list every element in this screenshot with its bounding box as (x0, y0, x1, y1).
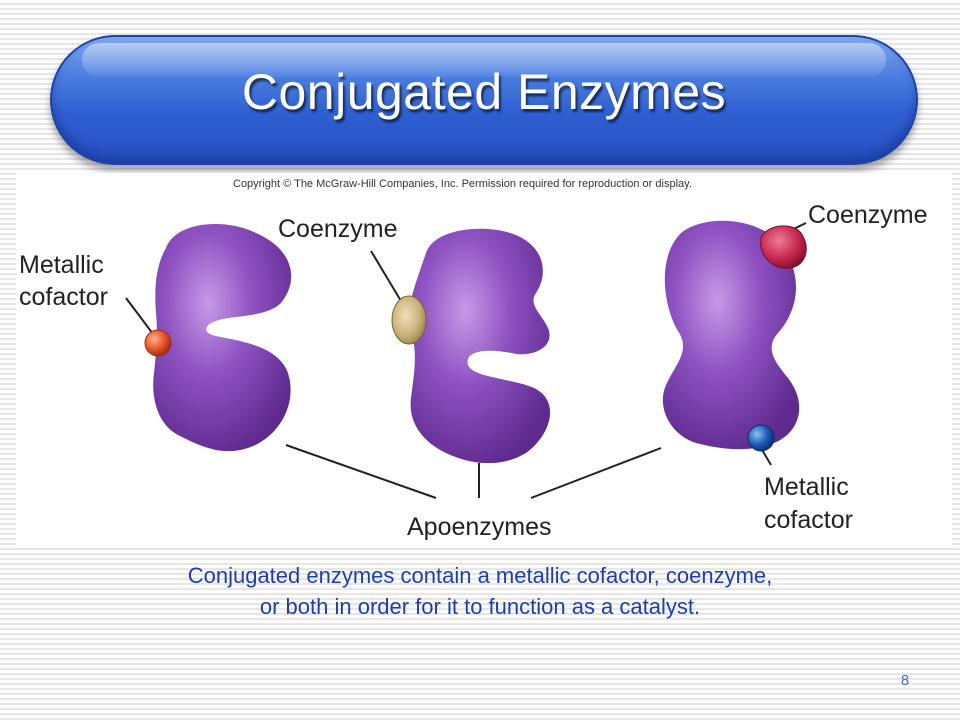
metallic-cofactor-left (144, 329, 172, 357)
coenzyme-right (760, 225, 807, 269)
metallic-cofactor-right (747, 424, 775, 452)
leader-line-metal-left (125, 297, 157, 339)
caption: Conjugated enzymes contain a metallic co… (40, 560, 920, 622)
slide-title: Conjugated Enzymes (241, 64, 727, 120)
apoenzyme-right (662, 220, 800, 450)
caption-line-1: Conjugated enzymes contain a metallic co… (187, 563, 773, 588)
title-banner-shine (82, 43, 886, 77)
label-coenzyme-middle: Coenzyme (278, 215, 398, 243)
leader-line-coenzyme-middle (370, 250, 402, 302)
label-metallic-left-1: Metallic (19, 251, 104, 279)
label-metallic-right-1: Metallic (764, 473, 849, 501)
caption-line-2: or both in order for it to function as a… (259, 594, 701, 619)
title-banner: Conjugated Enzymes (50, 35, 918, 165)
enzyme-diagram: Copyright © The McGraw-Hill Companies, I… (19, 178, 928, 541)
leader-line-apoenzyme-right (530, 447, 662, 499)
apoenzyme-left (153, 224, 292, 452)
coenzyme-middle (391, 295, 427, 345)
leader-line-apoenzyme-left (285, 444, 437, 499)
page-number: 8 (900, 672, 910, 689)
label-apoenzymes: Apoenzymes (407, 513, 552, 541)
copyright-notice: Copyright © The McGraw-Hill Companies, I… (233, 178, 692, 190)
label-coenzyme-right: Coenzyme (808, 201, 928, 229)
enzyme-figure: Copyright © The McGraw-Hill Companies, I… (16, 173, 952, 546)
label-metallic-left-2: cofactor (19, 283, 108, 311)
label-metallic-right-2: cofactor (764, 506, 853, 534)
apoenzyme-middle (408, 228, 551, 464)
